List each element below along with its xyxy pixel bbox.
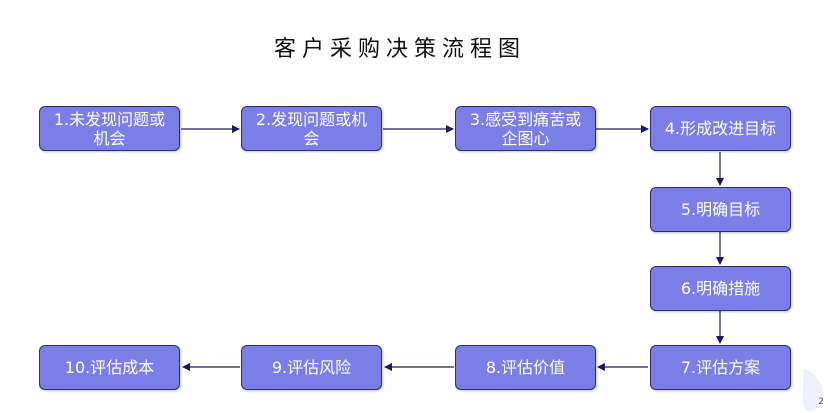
corner-decoration-shape [802, 369, 824, 412]
flow-step-1: 1.未发现问题或机会 [39, 106, 180, 151]
flow-step-7: 7.评估方案 [650, 345, 791, 390]
flow-step-1-label: 1.未发现问题或机会 [53, 109, 166, 148]
flow-step-10: 10.评估成本 [39, 345, 180, 390]
flow-step-8: 8.评估价值 [455, 345, 596, 390]
flow-step-4-label: 4.形成改进目标 [664, 119, 777, 138]
flow-step-6-label: 6.明确措施 [680, 279, 761, 298]
flow-step-9: 9.评估风险 [241, 345, 382, 390]
page-number: 2 [818, 397, 824, 407]
flow-step-10-label: 10.评估成本 [64, 358, 155, 377]
flow-step-4: 4.形成改进目标 [650, 106, 791, 151]
flow-step-9-label: 9.评估风险 [271, 358, 352, 377]
diagram-title: 客户采购决策流程图 [273, 37, 526, 62]
flow-step-8-label: 8.评估价值 [485, 358, 566, 377]
flow-step-5: 5.明确目标 [650, 187, 791, 232]
flow-step-2: 2.发现问题或机会 [241, 106, 382, 151]
flow-step-3-label: 3.感受到痛苦或企图心 [469, 109, 582, 148]
flow-step-5-label: 5.明确目标 [680, 200, 761, 219]
flow-step-3: 3.感受到痛苦或企图心 [455, 106, 596, 151]
flow-step-7-label: 7.评估方案 [680, 358, 761, 377]
flow-step-6: 6.明确措施 [650, 266, 791, 311]
flow-step-2-label: 2.发现问题或机会 [255, 109, 368, 148]
